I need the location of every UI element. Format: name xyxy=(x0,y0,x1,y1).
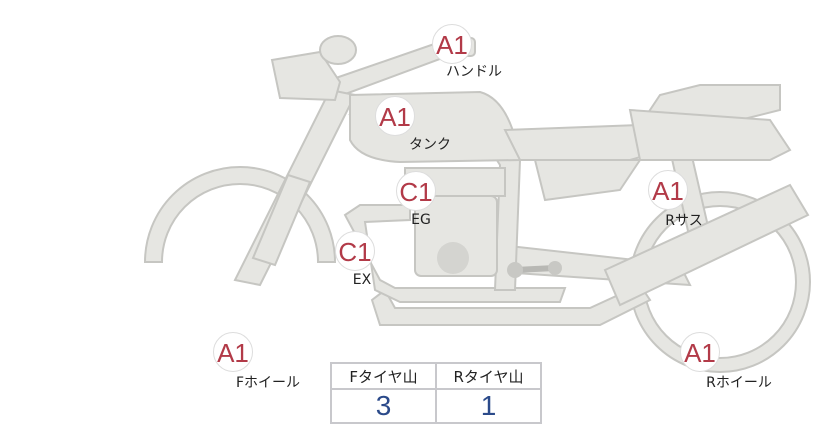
handle-grade-badge[interactable]: A1 xyxy=(432,24,472,64)
rear-tire-value: 1 xyxy=(435,388,542,424)
exhaust-label: EX xyxy=(352,272,372,288)
tire-tread-table: Fタイヤ山 Rタイヤ山 3 1 xyxy=(330,362,542,424)
front-tire-value: 3 xyxy=(330,388,437,424)
handle-label: ハンドル xyxy=(446,64,502,80)
engine-grade-badge[interactable]: C1 xyxy=(396,171,436,211)
front-wheel-label: Fホイール xyxy=(235,375,301,391)
rear-wheel-grade-badge[interactable]: A1 xyxy=(680,332,720,372)
front-tire-header: Fタイヤ山 xyxy=(330,362,437,390)
exhaust-grade-badge[interactable]: C1 xyxy=(335,231,375,271)
engine-label: EG xyxy=(411,212,431,228)
rear-suspension-label: Rサス xyxy=(665,213,703,229)
front-wheel-grade-badge[interactable]: A1 xyxy=(213,332,253,372)
tank-grade-badge[interactable]: A1 xyxy=(375,96,415,136)
rear-suspension-grade-badge[interactable]: A1 xyxy=(648,170,688,210)
tank-label: タンク xyxy=(409,137,451,153)
rear-wheel-label: Rホイール xyxy=(706,375,772,391)
rear-tire-header: Rタイヤ山 xyxy=(435,362,542,390)
